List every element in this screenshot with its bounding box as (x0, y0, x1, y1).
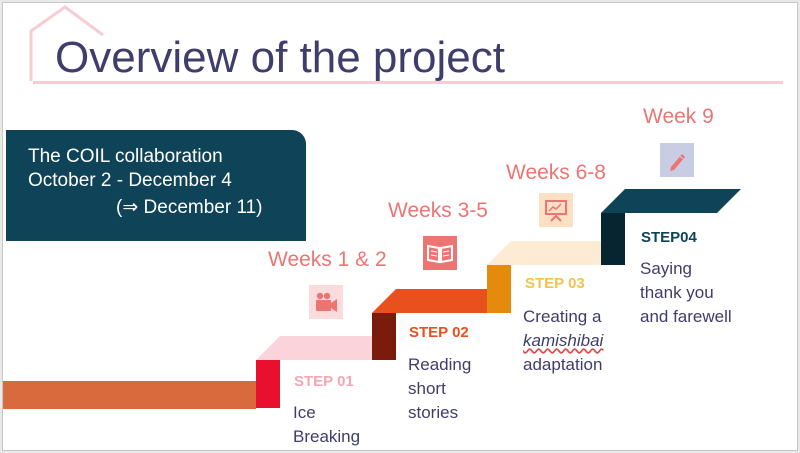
step2-label: STEP 02 (409, 324, 469, 341)
step4-weeks: Week 9 (643, 105, 714, 128)
step3-label: STEP 03 (525, 275, 585, 292)
step2-desc-line: stories (408, 403, 459, 422)
step2-tread (372, 289, 511, 313)
step1-weeks: Weeks 1 & 2 (268, 248, 387, 271)
collaboration-name: The COIL collaboration (28, 146, 223, 167)
step2-riser (372, 313, 396, 360)
step4-riser (601, 213, 625, 265)
step4-desc-line: and farewell (640, 307, 732, 326)
collaboration-extension: (⇒ December 11) (116, 197, 263, 218)
step1-label: STEP 01 (294, 373, 354, 390)
open-book-icon (423, 236, 457, 270)
step1-description: Ice Breaking (293, 401, 423, 449)
step1-riser (256, 360, 280, 408)
collaboration-info-box: The COIL collaboration October 2 - Decem… (6, 130, 306, 241)
step2-desc-line: short (408, 379, 446, 398)
step4-description: Saying thank you and farewell (640, 257, 770, 329)
video-camera-icon (309, 285, 343, 319)
step4-desc-line: Saying (640, 259, 692, 278)
staircase-graphic (3, 189, 741, 409)
presentation-board-icon (539, 193, 573, 227)
step4-label: STEP04 (641, 229, 697, 246)
step2-weeks: Weeks 3-5 (388, 199, 488, 222)
page-title: Overview of the project (55, 33, 505, 82)
pencil-icon (660, 143, 694, 177)
step3-desc-line: Creating a (523, 307, 602, 326)
step3-desc-emphasis: kamishibai (523, 331, 604, 350)
title-underline (33, 81, 783, 84)
base-bar (3, 381, 256, 409)
step3-description: Creating a kamishibai adaptation (523, 305, 653, 377)
step4-tread (601, 189, 741, 213)
collaboration-dates: October 2 - December 4 (28, 170, 232, 191)
step2-desc-line: Reading (408, 355, 472, 374)
step1-tread (256, 336, 396, 360)
step3-riser (487, 265, 511, 313)
step1-desc-line: Ice (293, 403, 316, 422)
step2-description: Reading short stories (408, 353, 538, 425)
step3-tread (487, 241, 625, 265)
step3-desc-line: adaptation (523, 355, 603, 374)
step1-desc-line: Breaking (293, 427, 361, 446)
house-outline-decoration (29, 5, 104, 81)
step3-weeks: Weeks 6-8 (506, 161, 606, 184)
step4-desc-line: thank you (640, 283, 714, 302)
